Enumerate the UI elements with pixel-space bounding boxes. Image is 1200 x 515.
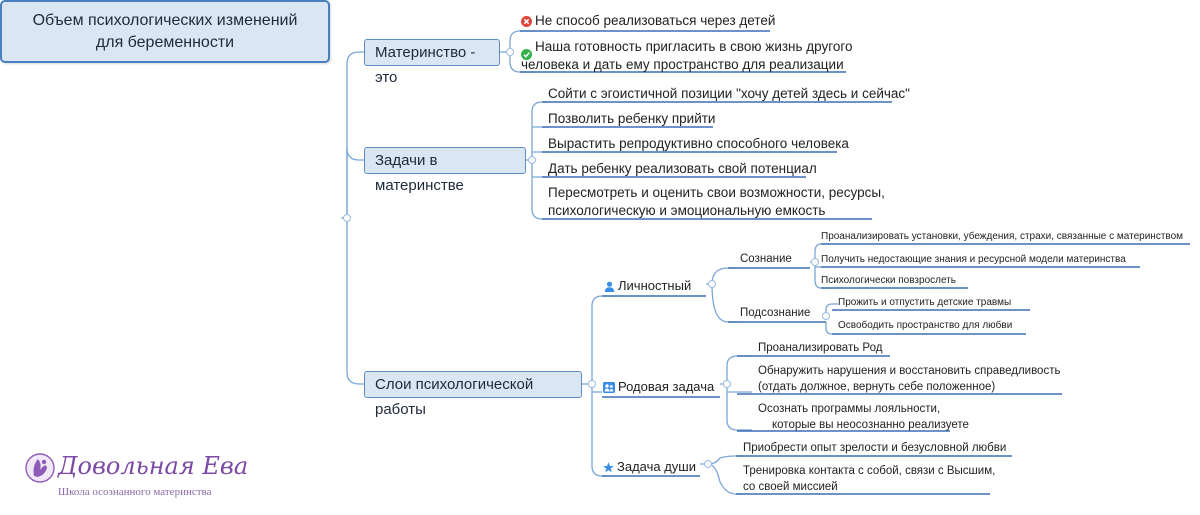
soul-item-2-line1: Тренировка контакта с собой, связи с Выс… — [743, 465, 996, 477]
topic-motherhood[interactable]: Материнство - это — [364, 39, 500, 86]
topic-layers-label: Слои психологической работы — [375, 376, 534, 418]
layer-soul-label: Задача души — [617, 459, 697, 474]
task-item-5[interactable]: Пересмотреть и оценить свои возможности,… — [548, 184, 885, 220]
root-title-line2: для беременности — [95, 33, 235, 51]
person-icon — [604, 281, 615, 292]
topic-layers[interactable]: Слои психологической работы — [364, 371, 582, 418]
family-icon — [603, 382, 615, 393]
layer-family-label: Родовая задача — [618, 379, 715, 394]
topic-tasks-label: Задачи в материнстве — [375, 152, 464, 194]
layer-personal-label: Личностный — [618, 278, 692, 293]
consciousness-item-3[interactable]: Психологически повзрослеть — [821, 275, 956, 286]
topic-tasks[interactable]: Задачи в материнстве — [364, 147, 526, 194]
root-topic[interactable]: Объем психологических изменений для бере… — [0, 0, 330, 63]
motherhood-is-line1: Наша готовность пригласить в свою жизнь … — [535, 39, 853, 54]
motherhood-is[interactable]: Наша готовность пригласить в свою жизнь … — [521, 38, 853, 74]
layer-soul[interactable]: Задача души — [603, 458, 696, 475]
brand-logo-icon — [25, 453, 55, 483]
layer-personal[interactable]: Личностный — [604, 277, 691, 294]
soul-item-2[interactable]: Тренировка контакта с собой, связи с Выс… — [743, 463, 995, 495]
layer-family[interactable]: Родовая задача — [603, 378, 714, 395]
family-item-2[interactable]: Обнаружить нарушения и восстановить спра… — [758, 363, 1060, 395]
family-item-3-line1: Осознать программы лояльности, — [758, 403, 941, 415]
soul-item-2-line2: со своей миссией — [743, 481, 838, 493]
family-item-1[interactable]: Проанализировать Род — [758, 342, 883, 354]
family-item-2-line1: Обнаружить нарушения и восстановить спра… — [758, 365, 1061, 377]
task-item-1[interactable]: Сойти с эгоистичной позиции "хочу детей … — [548, 86, 910, 101]
brand-name: Довольная Ева — [58, 452, 249, 480]
task-item-5-line1: Пересмотреть и оценить свои возможности,… — [548, 185, 885, 200]
root-title-line1: Объем психологических изменений — [32, 11, 298, 29]
family-item-2-line2: (отдать должное, вернуть себе положенное… — [758, 381, 996, 393]
consciousness-item-1[interactable]: Проанализировать установки, убеждения, с… — [821, 231, 1184, 242]
subconscious-node[interactable]: Подсознание — [740, 307, 811, 319]
motherhood-is-line2: человека и дать ему пространство для реа… — [521, 57, 844, 72]
cross-circle-icon — [521, 16, 532, 27]
family-item-3-line2: которые вы неосознанно реализуете — [772, 419, 969, 431]
subconscious-item-1[interactable]: Прожить и отпустить детские травмы — [838, 297, 1012, 308]
task-item-5-line2: психологическую и эмоциональную емкость — [548, 203, 826, 218]
motherhood-not-text: Не способ реализоваться через детей — [535, 13, 776, 28]
family-item-3[interactable]: Осознать программы лояльности, которые в… — [758, 401, 969, 433]
motherhood-not[interactable]: Не способ реализоваться через детей — [521, 12, 775, 30]
star-icon — [603, 462, 614, 473]
brand-tagline: Школа осознанного материнства — [58, 486, 212, 498]
soul-item-1[interactable]: Приобрести опыт зрелости и безусловной л… — [743, 442, 1007, 454]
subconscious-item-2[interactable]: Освободить пространство для любви — [838, 320, 1013, 331]
task-item-4[interactable]: Дать ребенку реализовать свой потенциал — [548, 161, 817, 176]
task-item-2[interactable]: Позволить ребенку прийти — [548, 111, 716, 126]
topic-motherhood-label: Материнство - это — [375, 44, 476, 86]
consciousness-node[interactable]: Сознание — [740, 253, 792, 265]
consciousness-item-2[interactable]: Получить недостающие знания и ресурсной … — [821, 254, 1126, 265]
check-circle-icon — [521, 49, 532, 60]
task-item-3[interactable]: Вырастить репродуктивно способного челов… — [548, 136, 849, 151]
